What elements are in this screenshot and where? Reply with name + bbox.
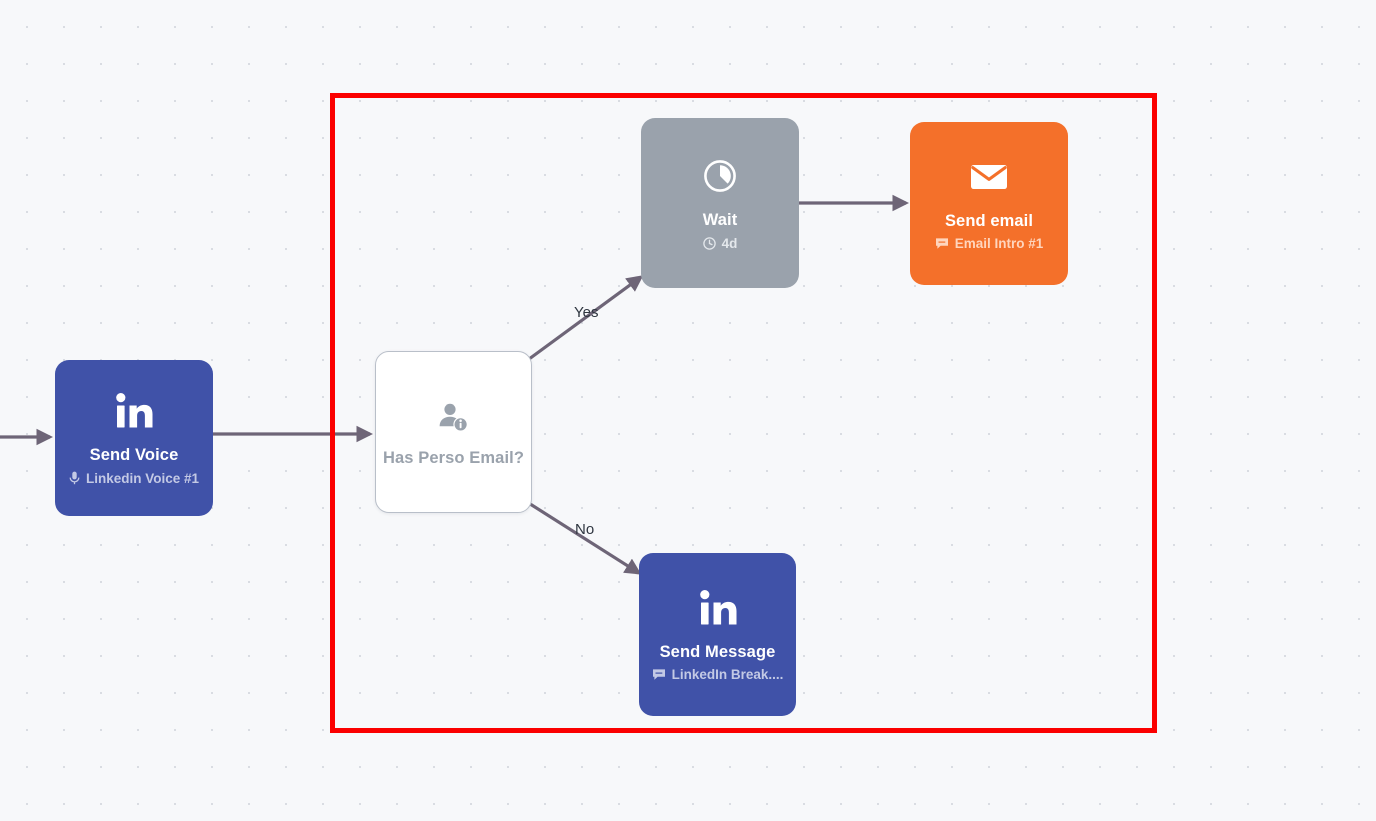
linkedin-icon	[114, 390, 154, 432]
node-title: Send Message	[659, 642, 776, 661]
envelope-icon	[970, 156, 1008, 198]
workflow-node-condition-has-perso-email[interactable]: Has Perso Email?	[375, 351, 532, 513]
timer-pie-icon	[703, 155, 737, 197]
node-subtitle-text: Linkedin Voice #1	[85, 470, 200, 486]
selection-rectangle	[330, 93, 1157, 733]
node-subtitle-row: Linkedin Voice #1	[69, 471, 199, 486]
node-title: Send email	[944, 211, 1034, 230]
chat-bubble-icon	[935, 237, 949, 250]
node-subtitle-text: 4d	[721, 235, 738, 251]
workflow-node-send-message[interactable]: Send Message LinkedIn Break....	[639, 553, 796, 716]
node-subtitle-text: LinkedIn Break....	[671, 667, 784, 683]
node-title: Send Voice	[89, 446, 179, 465]
workflow-node-send-email[interactable]: Send email Email Intro #1	[910, 122, 1068, 285]
node-subtitle-text: Email Intro #1	[954, 236, 1044, 252]
node-title: Wait	[702, 211, 738, 230]
linkedin-icon	[698, 587, 738, 629]
edge-label-yes: Yes	[574, 304, 599, 321]
workflow-node-send-voice[interactable]: Send Voice Linkedin Voice #1	[55, 360, 213, 516]
node-subtitle-row: LinkedIn Break....	[652, 667, 784, 683]
node-subtitle-row: 4d	[702, 235, 738, 251]
chat-bubble-icon	[652, 668, 666, 681]
node-subtitle-row: Email Intro #1	[935, 236, 1044, 252]
edge-label-no: No	[575, 521, 595, 538]
person-info-icon	[438, 397, 470, 439]
workflow-node-wait[interactable]: Wait 4d	[641, 118, 799, 288]
clock-icon	[702, 237, 716, 250]
node-title: Has Perso Email?	[383, 448, 524, 467]
microphone-icon	[69, 471, 80, 485]
